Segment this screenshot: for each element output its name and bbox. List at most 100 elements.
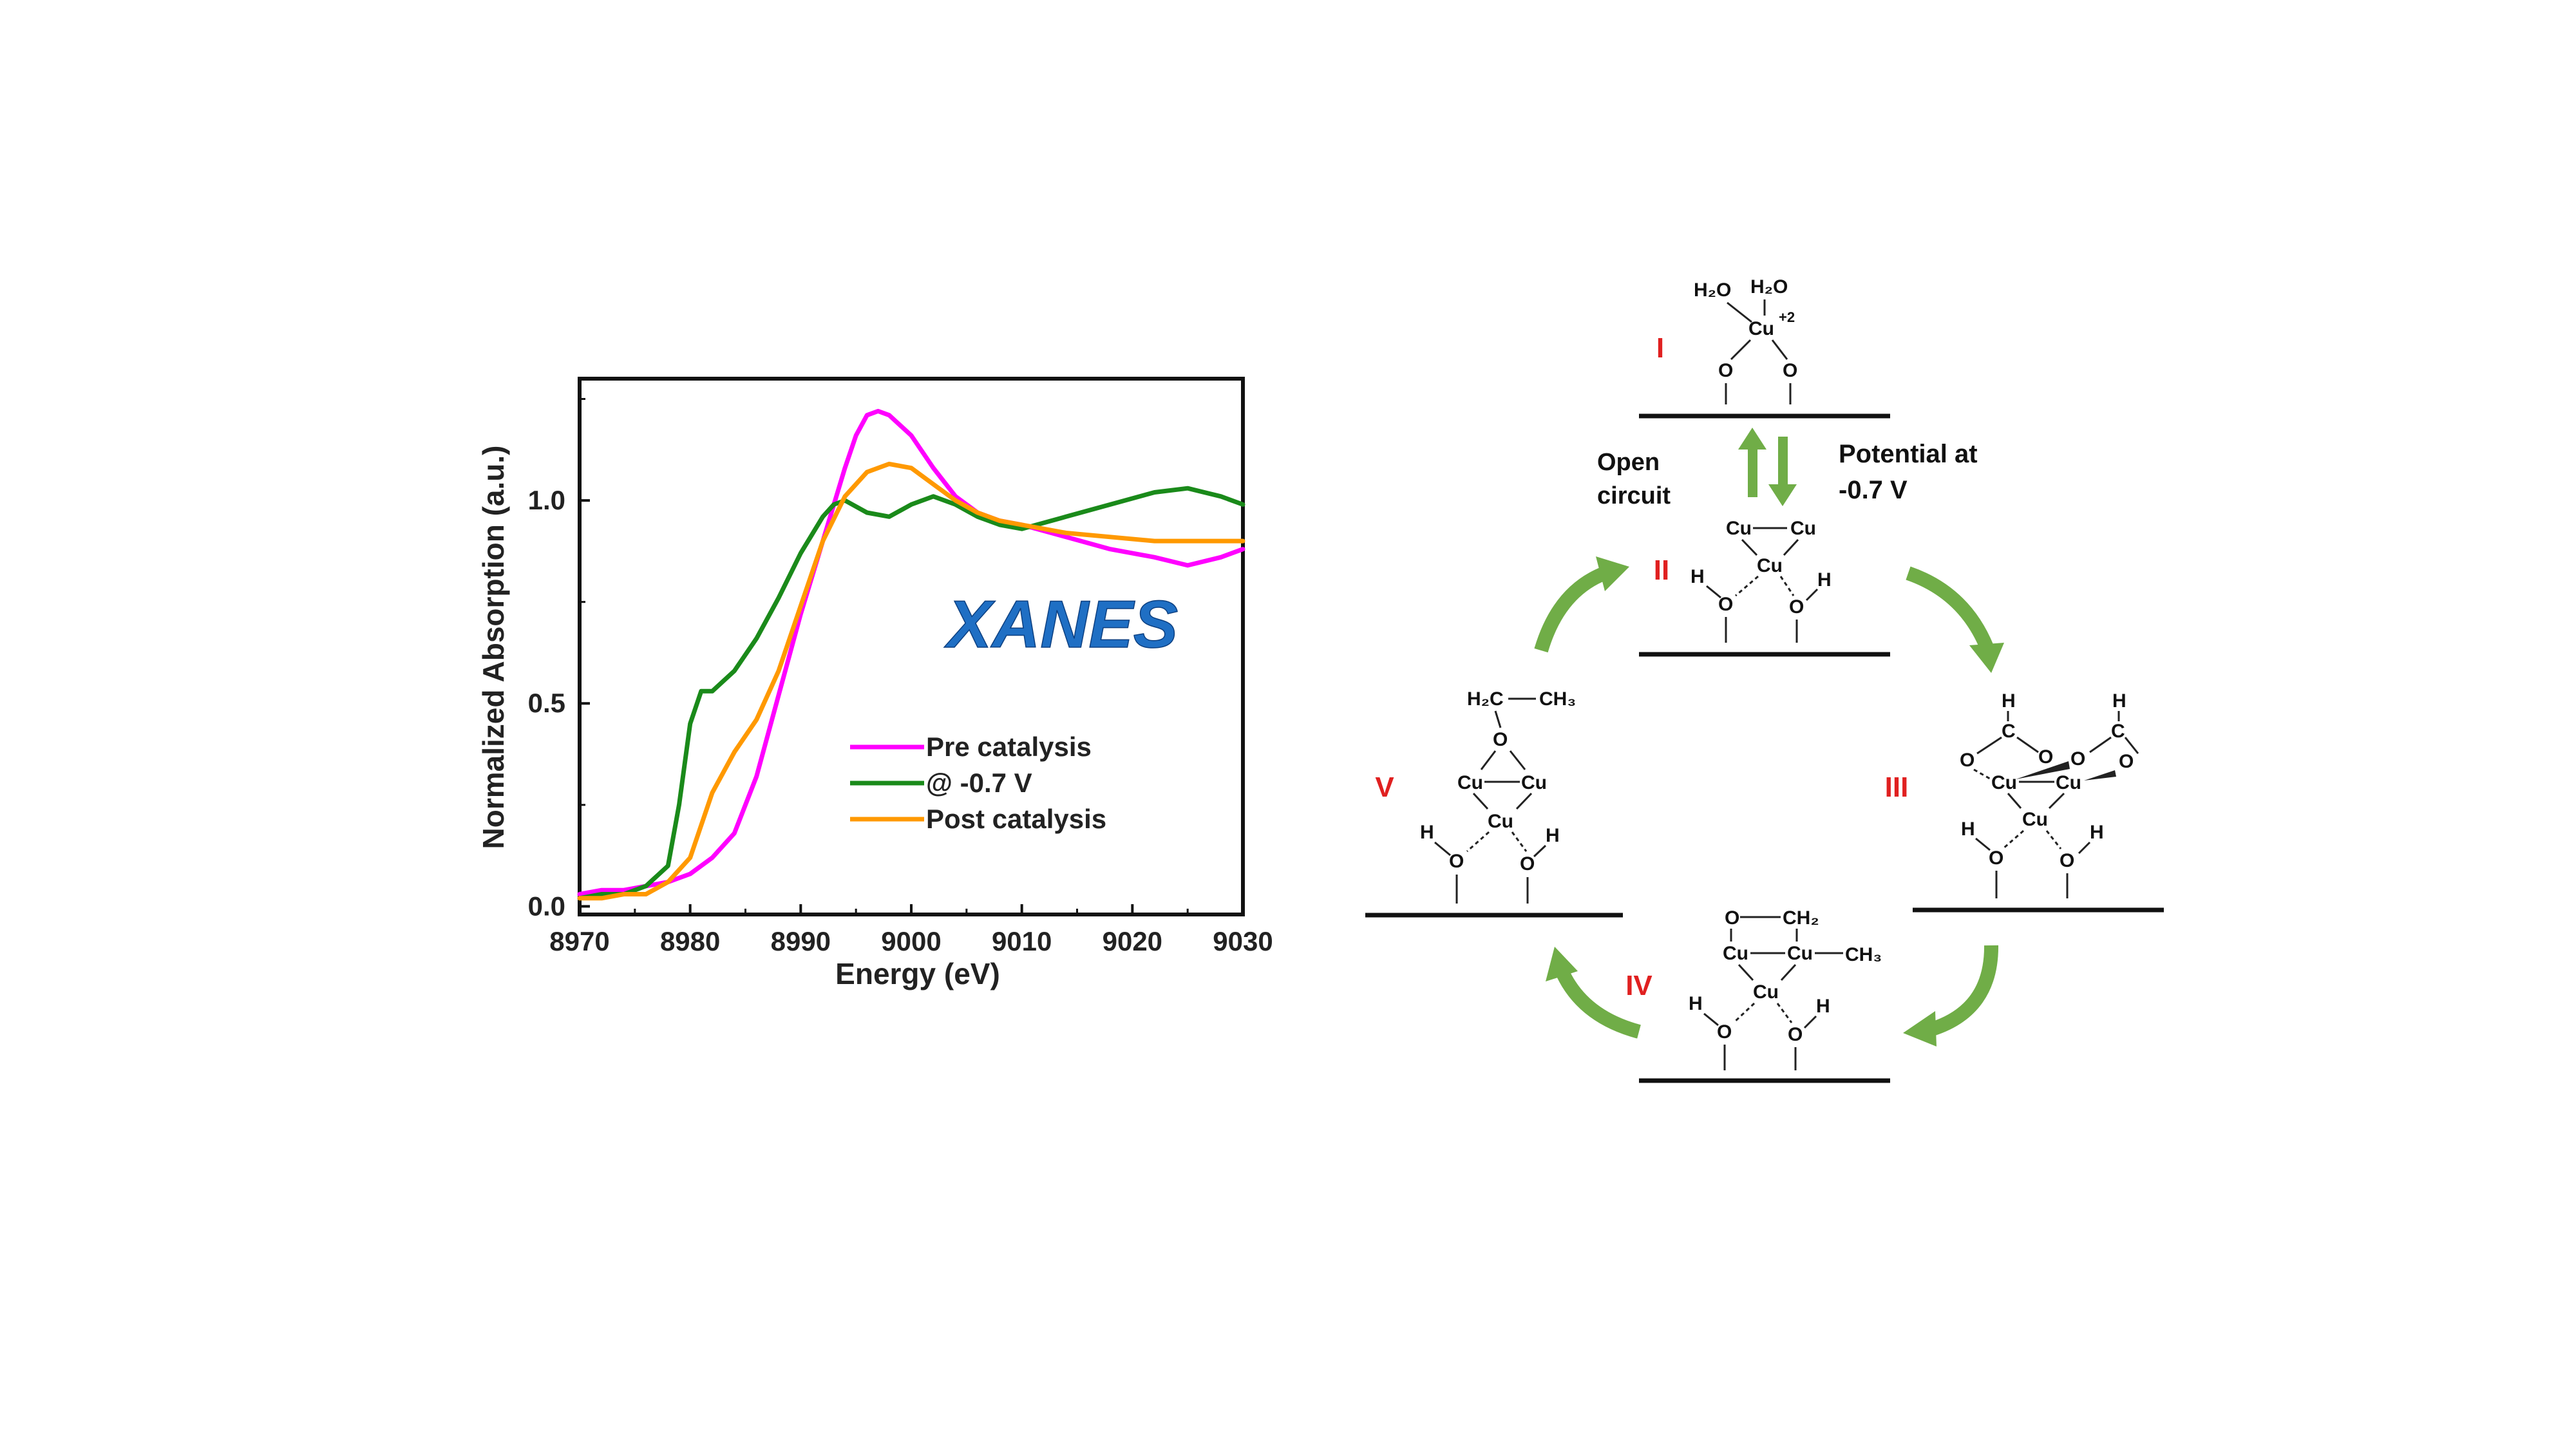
hydrogen-v-1: H: [1420, 822, 1434, 843]
legend-label-2: @ -0.7 V: [926, 768, 1032, 798]
bond-iv-9: [1776, 1003, 1793, 1023]
copper-iii-1: Cu: [1991, 772, 2017, 793]
arrow-iv-to-v: [1554, 966, 1641, 1039]
structure-iii: H C O O H C O O Cu Cu Cu H H: [1960, 690, 2139, 898]
bond-i-4: [1771, 339, 1788, 360]
y-axis-label: Normalized Absorption (a.u.): [477, 446, 510, 849]
bond-ii-3: [1783, 538, 1799, 556]
methylene-v: H₂C: [1467, 688, 1504, 710]
up-arrow-head: [1738, 428, 1766, 450]
x-tick-label: 8970: [549, 926, 609, 956]
arrow-v-to-ii-head: [1596, 556, 1629, 591]
bond-v-4: [1509, 750, 1526, 770]
oxygen-iii-1: O: [1960, 750, 1975, 771]
series-line-2: [577, 486, 1245, 901]
structure-i: H₂O H₂O Cu +2 O O: [1694, 276, 1797, 404]
xanes-annotation: XANES: [944, 587, 1178, 662]
oxygen-v-2: O: [1449, 851, 1464, 872]
x-tick-label: 9000: [881, 926, 941, 956]
bond-v-7: [1515, 792, 1533, 810]
oxygen-iv-1: O: [1725, 907, 1739, 929]
bond-iv-7: [1780, 963, 1797, 981]
bond-v-2: [1494, 710, 1502, 728]
bond-iv-11: [1803, 1015, 1817, 1029]
y-tick-label: 0.0: [528, 891, 565, 921]
methylene-iv: CH₂: [1783, 907, 1819, 929]
arrow-iii-to-iv-head: [1903, 1011, 1937, 1046]
copper-ii-3: Cu: [1757, 555, 1783, 576]
oxygen-iii-6: O: [2060, 850, 2074, 871]
hydrogen-ii-1: H: [1690, 566, 1705, 587]
bond-iii-11: [2002, 829, 2024, 850]
step-numeral-iv: IV: [1625, 970, 1653, 1001]
wedge-bond-iii-2: [2084, 770, 2116, 781]
bond-iii-5: [2089, 736, 2112, 753]
wedge-bond-iii: [2016, 761, 2070, 779]
oxygen-iii-3: O: [2070, 748, 2085, 770]
arrow-iii-to-iv: [1929, 945, 1999, 1036]
up-arrow-shaft: [1748, 447, 1757, 497]
bond-iii-2: [1976, 736, 2002, 755]
series-line-3: [577, 461, 1245, 901]
series-lines: [577, 408, 1245, 901]
oxygen-v-3: O: [1520, 853, 1535, 875]
potential-label: Potential at-0.7 V: [1839, 440, 1978, 504]
bond-v-3: [1480, 750, 1497, 770]
hydrogen-v-2: H: [1546, 825, 1560, 846]
hydrogen-ii-2: H: [1817, 569, 1832, 591]
x-tick-label: 9020: [1103, 926, 1162, 956]
bond-iv-10: [1703, 1012, 1719, 1027]
bond-iii-7: [1973, 768, 1994, 782]
bond-iii-13: [1975, 837, 1991, 851]
copper-iv-2: Cu: [1787, 943, 1813, 964]
bond-iii-14: [2078, 841, 2091, 855]
copper-v-2: Cu: [1521, 772, 1547, 793]
down-arrow-head: [1768, 484, 1797, 506]
carbon-iii-1: C: [2002, 721, 2016, 742]
x-tick-label: 8990: [771, 926, 831, 956]
potential-line-2: -0.7 V: [1839, 476, 1908, 504]
bond-ii-5: [1779, 576, 1795, 596]
methyl-v: CH₃: [1539, 688, 1576, 710]
open-circuit-line-1: Open: [1597, 449, 1660, 476]
equilibrium-arrows: [1738, 428, 1797, 506]
oxygen-iii-2: O: [2038, 746, 2053, 768]
copper-ii-2: Cu: [1790, 518, 1816, 539]
bond-i-3: [1730, 339, 1752, 361]
structure-ii: Cu Cu Cu H H O O: [1690, 518, 1832, 643]
copper-atom-i: Cu: [1748, 318, 1774, 339]
hydrogen-iii-2: H: [2112, 690, 2126, 712]
bond-ii-4: [1735, 575, 1759, 597]
copper-iii-3: Cu: [2022, 809, 2048, 830]
water-ligand-1: H₂O: [1694, 279, 1731, 301]
bond-ii-6: [1706, 585, 1721, 599]
oxygen-iii-4: O: [2119, 751, 2134, 772]
step-numeral-v: V: [1375, 772, 1394, 803]
bond-v-9: [1511, 831, 1528, 852]
bond-iv-8: [1732, 1002, 1756, 1024]
oxygen-v-1: O: [1493, 729, 1508, 750]
step-numeral-i: I: [1656, 332, 1664, 364]
bond-iii-6: [2124, 737, 2139, 754]
x-tick-label: 8980: [660, 926, 720, 956]
hydrogen-iii-3: H: [1961, 819, 1975, 840]
hydrogen-iv-2: H: [1816, 996, 1830, 1017]
hydrogen-iii-1: H: [2002, 690, 2016, 712]
oxygen-iv-3: O: [1788, 1024, 1803, 1045]
copper-iv-1: Cu: [1723, 943, 1748, 964]
bond-ii-2: [1741, 538, 1758, 556]
legend-label-1: Pre catalysis: [926, 732, 1092, 762]
hydrogen-iv-1: H: [1689, 993, 1703, 1014]
hydrogen-iii-4: H: [2090, 822, 2104, 843]
open-circuit-line-2: circuit: [1597, 482, 1671, 509]
y-tick-label: 0.5: [528, 688, 565, 718]
y-axis-ticks: 0.00.51.0: [528, 398, 590, 921]
arrow-v-to-ii: [1534, 566, 1608, 653]
bond-v-10: [1434, 841, 1451, 857]
oxygen-iii-5: O: [1989, 848, 2003, 869]
